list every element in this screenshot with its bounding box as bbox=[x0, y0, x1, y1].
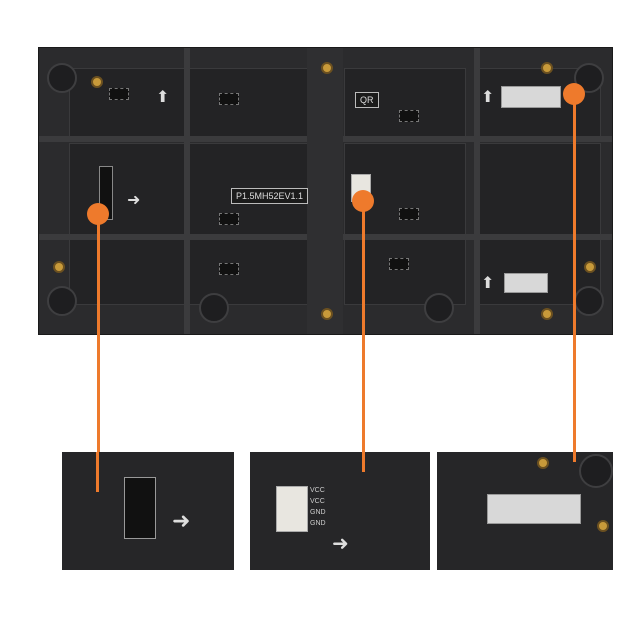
pcb-section bbox=[189, 68, 311, 140]
ic-chip bbox=[399, 208, 419, 220]
ic-chip bbox=[219, 213, 239, 225]
ic-chip bbox=[219, 263, 239, 275]
arrow-right-icon: ➜ bbox=[172, 508, 191, 533]
arrow-up-icon: ⬆ bbox=[481, 275, 495, 292]
callout-line bbox=[97, 220, 100, 495]
arrow-up-icon: ⬆ bbox=[481, 89, 495, 106]
pin-label: GND bbox=[310, 520, 326, 527]
ic-chip bbox=[219, 93, 239, 105]
magnet-nut bbox=[541, 308, 553, 320]
mount-hole bbox=[199, 293, 229, 323]
pin-label: VCC bbox=[310, 498, 325, 505]
arrow-right-icon: ➜ bbox=[127, 192, 141, 209]
led-module-board: P1.5MH52EV1.1 QR ➜ ⬆ ⬆ ⬆ bbox=[38, 47, 613, 335]
arrow-up-icon: ⬆ bbox=[156, 89, 170, 106]
pcb-section bbox=[69, 143, 191, 235]
mount-hole bbox=[574, 63, 604, 93]
product-sticker bbox=[501, 86, 561, 108]
mount-hole bbox=[47, 286, 77, 316]
magnet-nut bbox=[537, 457, 549, 469]
magnet-nut bbox=[597, 520, 609, 532]
callout-dot bbox=[352, 190, 374, 212]
callout-line bbox=[362, 452, 365, 472]
mount-hole bbox=[424, 293, 454, 323]
frame-rib bbox=[474, 48, 480, 334]
magnet-nut bbox=[321, 308, 333, 320]
callout-line bbox=[362, 208, 365, 466]
mount-hole bbox=[574, 286, 604, 316]
callout-line bbox=[96, 452, 99, 492]
pin-label: VCC bbox=[310, 487, 325, 494]
magnet-nut bbox=[541, 62, 553, 74]
ic-chip bbox=[389, 258, 409, 270]
serial-sticker bbox=[504, 273, 548, 293]
qr-label: QR bbox=[355, 92, 379, 108]
magnet-nut bbox=[53, 261, 65, 273]
callout-dot bbox=[87, 203, 109, 225]
callout-line bbox=[573, 100, 576, 462]
pcb-section bbox=[69, 238, 191, 305]
ic-chip bbox=[109, 88, 129, 100]
mount-hole bbox=[47, 63, 77, 93]
frame-rib bbox=[184, 48, 190, 334]
inset-data-connector: ➜ bbox=[62, 452, 234, 570]
arrow-right-icon: ➜ bbox=[332, 533, 349, 555]
magnet-nut bbox=[321, 62, 333, 74]
pcb-section bbox=[479, 143, 601, 235]
product-sticker bbox=[487, 494, 581, 524]
magnet-nut bbox=[91, 76, 103, 88]
model-label: P1.5MH52EV1.1 bbox=[231, 188, 309, 204]
mount-hole bbox=[579, 454, 613, 488]
callout-dot bbox=[563, 83, 585, 105]
inset-power-connector: VCC VCC GND GND ➜ bbox=[250, 452, 430, 570]
pin-label: GND bbox=[310, 509, 326, 516]
frame-center bbox=[307, 48, 343, 334]
power-connector bbox=[276, 486, 308, 532]
pcb-section bbox=[69, 68, 191, 140]
magnet-nut bbox=[584, 261, 596, 273]
inset-product-sticker bbox=[437, 452, 613, 570]
data-connector bbox=[124, 477, 156, 539]
callout-line bbox=[573, 452, 576, 462]
ic-chip bbox=[399, 110, 419, 122]
